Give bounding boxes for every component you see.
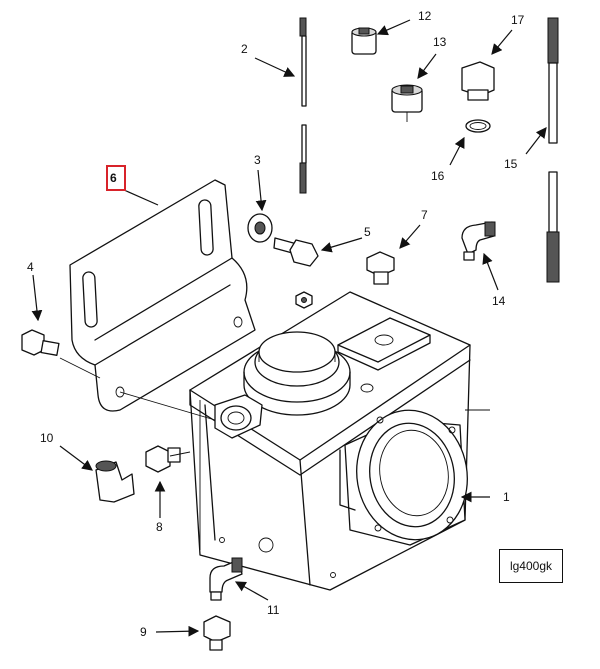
part-3-washer xyxy=(247,213,273,243)
callout-6: 6 xyxy=(110,171,117,185)
callout-8: 8 xyxy=(156,520,163,534)
part-8-adapter xyxy=(145,445,191,473)
part-16-o-ring xyxy=(465,119,491,133)
part-13-plug xyxy=(391,84,423,122)
callout-5: 5 xyxy=(364,225,371,239)
part-11-elbow xyxy=(209,557,243,601)
part-9-plug xyxy=(203,615,231,651)
callout-16: 16 xyxy=(431,169,445,183)
callout-17: 17 xyxy=(511,13,525,27)
part-12-plug xyxy=(351,27,377,55)
mounting-bracket xyxy=(59,179,256,421)
part-5-bolt xyxy=(273,237,319,267)
part-14-elbow xyxy=(461,221,496,261)
small-nut xyxy=(295,291,313,309)
callout-1: 1 xyxy=(503,490,510,504)
callout-13: 13 xyxy=(433,35,447,49)
callout-10: 10 xyxy=(40,431,54,445)
callout-15: 15 xyxy=(504,157,518,171)
part-15-hose xyxy=(546,17,560,283)
callout-12: 12 xyxy=(418,9,432,23)
part-17-nut xyxy=(461,61,495,101)
callout-arrows xyxy=(31,19,547,637)
reference-code-box: lg400gk xyxy=(499,549,563,583)
part-2-tube xyxy=(299,17,307,194)
main-housing xyxy=(189,291,490,591)
callout-9: 9 xyxy=(140,625,147,639)
callout-11: 11 xyxy=(267,603,280,617)
part-10-elbow xyxy=(95,460,135,503)
highlighted-callout-box xyxy=(106,165,126,191)
callout-4: 4 xyxy=(27,260,34,274)
part-4-fitting xyxy=(21,329,60,356)
callout-14: 14 xyxy=(492,294,506,308)
callout-3: 3 xyxy=(254,153,261,167)
reference-code: lg400gk xyxy=(509,559,553,573)
callout-2: 2 xyxy=(241,42,248,56)
part-7-plug xyxy=(366,251,395,285)
callout-7: 7 xyxy=(421,208,428,222)
